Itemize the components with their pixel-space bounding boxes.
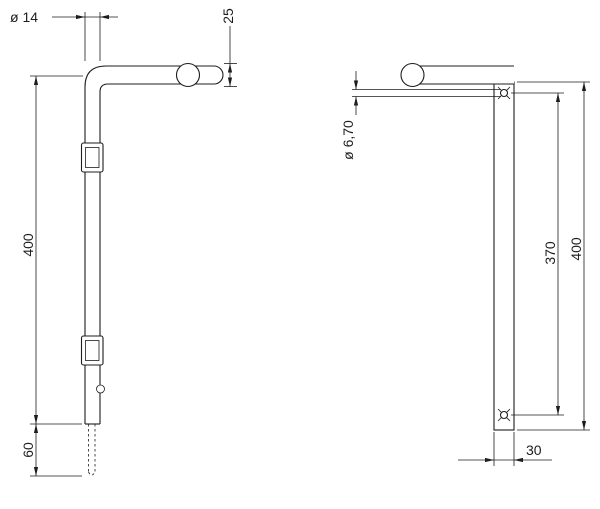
dim-bar-width: 30	[458, 432, 552, 466]
dim-rod-diameter-arrow-right	[100, 14, 109, 20]
guide-bracket-upper	[80, 142, 104, 173]
guide-bracket-upper-outline	[80, 142, 104, 173]
handle-ball	[175, 62, 201, 88]
flat-bar	[493, 81, 515, 431]
dim-bolt-throw-arrow-bottom	[33, 467, 39, 476]
guide-bracket-lower-window	[85, 340, 100, 361]
rod-right-edge	[99, 83, 109, 424]
dim-rod-length: 400	[20, 75, 83, 425]
dim-rod-diameter: ø 14	[10, 9, 118, 61]
dim-bolt-throw-label: 60	[20, 442, 36, 458]
dim-rod-diameter-label: ø 14	[10, 9, 38, 25]
dim-bar-width-label: 30	[526, 442, 542, 458]
dim-bolt-throw: 60	[20, 424, 82, 477]
dim-hole-spacing: 370	[511, 92, 564, 416]
bolt-extended-dashed	[88, 424, 96, 476]
screw-hole-bottom-circle	[499, 410, 509, 420]
dim-bar-length-arrow-bottom	[581, 421, 587, 430]
dim-handle-offset-label: 25	[220, 8, 236, 24]
dim-rod-diameter-arrow-left	[76, 14, 85, 20]
dim-bar-length-label: 400	[568, 237, 584, 261]
dim-rod-length-label: 400	[20, 233, 36, 257]
guide-bracket-lower-outline	[80, 335, 104, 366]
dim-rod-length-arrow-top	[33, 76, 39, 85]
rod-left-edge	[84, 65, 107, 424]
dim-handle-offset-arrow-top	[227, 63, 233, 73]
screw-hole-bottom	[497, 408, 511, 422]
dim-hole-spacing-arrow-bottom	[555, 406, 561, 415]
guide-bracket-upper-window	[85, 147, 100, 168]
dim-bolt-throw-arrow-top	[33, 424, 39, 433]
screw-hole-top	[497, 86, 511, 100]
dim-bar-length: 400	[517, 81, 590, 431]
right-view: ø 6,70 370 400 30	[340, 62, 590, 466]
retaining-clip	[96, 384, 105, 394]
dim-bar-length-arrow-top	[581, 82, 587, 91]
dim-rod-length-arrow-bottom	[33, 415, 39, 424]
dim-hole-diameter-label: ø 6,70	[340, 120, 356, 160]
dim-hole-diameter: ø 6,70	[340, 71, 501, 160]
dim-hole-diameter-arrow-bottom	[353, 96, 359, 106]
dim-hole-diameter-arrow-top	[353, 80, 359, 90]
screw-hole-top-circle	[499, 88, 509, 98]
dim-handle-offset-arrow-bottom	[227, 77, 233, 87]
dim-hole-spacing-label: 370	[542, 241, 558, 265]
left-view: ø 14 25 400 60	[10, 8, 237, 477]
dim-handle-offset: 25	[220, 8, 237, 87]
bolt-dashed-tip	[88, 471, 96, 476]
guide-bracket-lower	[80, 335, 104, 366]
dim-bar-width-arrow-right	[514, 457, 523, 463]
dim-bar-width-arrow-left	[485, 457, 494, 463]
handle-ball-front	[400, 62, 425, 88]
dim-hole-spacing-arrow-top	[555, 93, 561, 102]
handle-tube	[106, 65, 224, 85]
